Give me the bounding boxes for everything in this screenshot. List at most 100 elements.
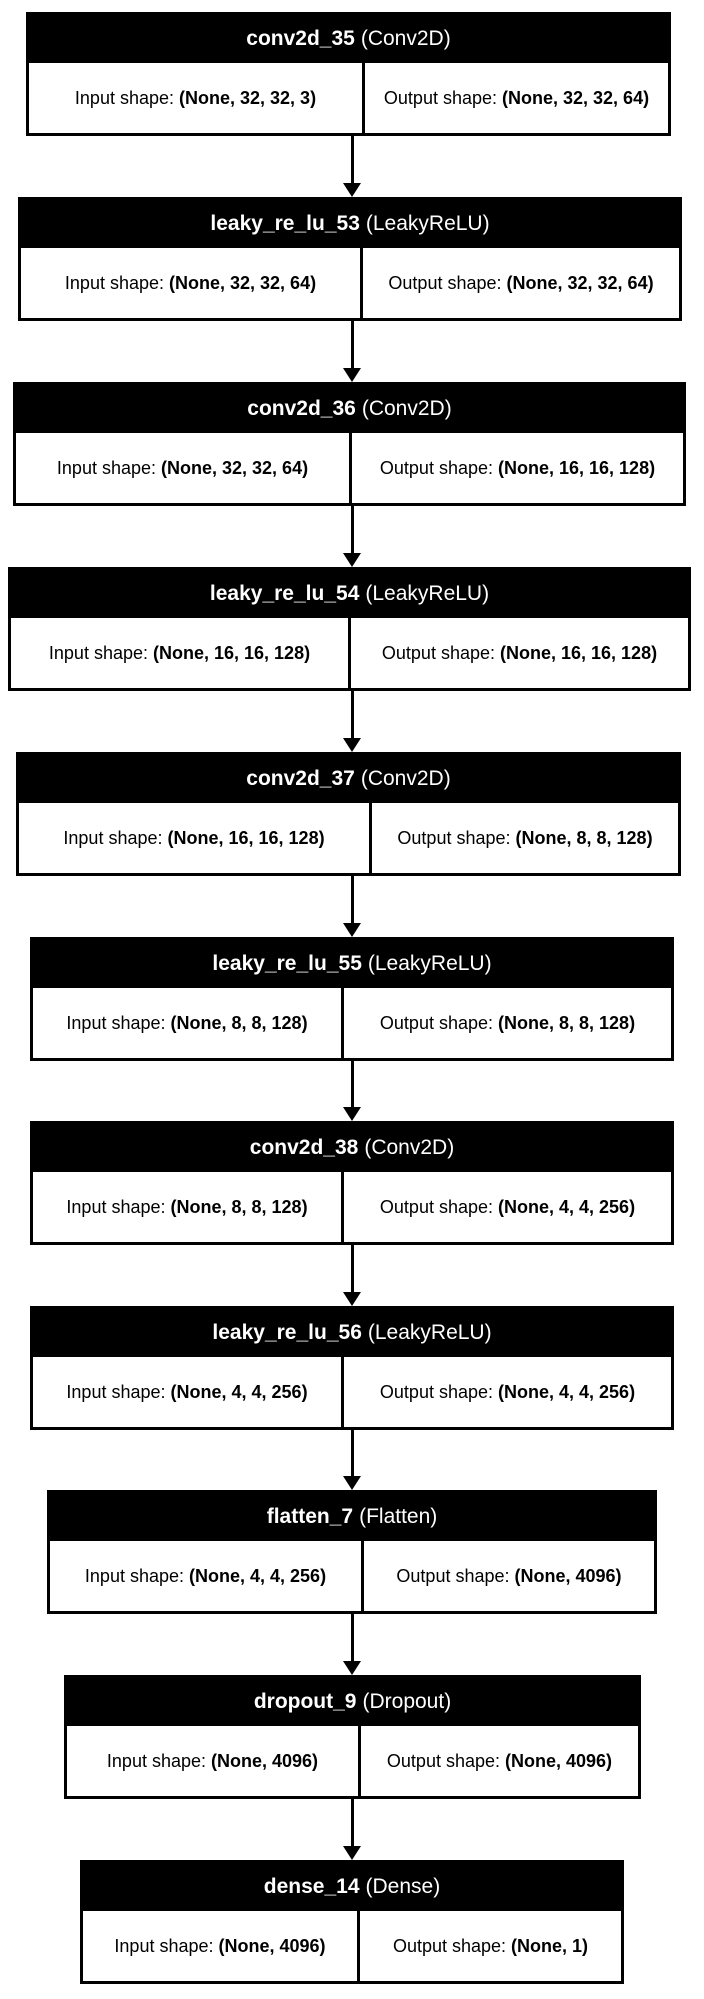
layer-header: leaky_re_lu_55(LeakyReLU) xyxy=(33,940,671,988)
layer-name: conv2d_36 xyxy=(247,397,356,420)
connector-line xyxy=(351,321,354,370)
input-shape-cell: Input shape:(None, 8, 8, 128) xyxy=(33,1172,344,1242)
connector-line xyxy=(351,136,354,185)
input-shape-label: Input shape: xyxy=(56,457,157,478)
input-shape-label: Input shape: xyxy=(48,642,148,663)
connector-line xyxy=(351,876,354,925)
output-shape-cell: Output shape:(None, 4096) xyxy=(361,1726,638,1796)
output-shape-value: (None, 4096) xyxy=(505,1750,613,1771)
arrowhead-icon xyxy=(343,553,361,567)
layer-name: leaky_re_lu_56 xyxy=(212,1321,362,1344)
output-shape-value: (None, 32, 32, 64) xyxy=(506,272,654,293)
layer-header: conv2d_38(Conv2D) xyxy=(33,1124,671,1172)
layer-node: conv2d_37(Conv2D)Input shape:(None, 16, … xyxy=(16,752,681,876)
connector-line xyxy=(351,506,354,555)
layer-header: dropout_9(Dropout) xyxy=(67,1678,638,1726)
connector-line xyxy=(351,1799,354,1848)
output-shape-value: (None, 16, 16, 128) xyxy=(498,457,656,478)
output-shape-value: (None, 1) xyxy=(511,1935,589,1956)
layer-header: conv2d_37(Conv2D) xyxy=(19,755,678,803)
layer-header: leaky_re_lu_53(LeakyReLU) xyxy=(21,200,679,248)
output-shape-cell: Output shape:(None, 16, 16, 128) xyxy=(352,433,683,503)
layer-name: conv2d_37 xyxy=(246,767,355,790)
output-shape-cell: Output shape:(None, 8, 8, 128) xyxy=(372,803,678,873)
layer-name: dropout_9 xyxy=(253,1690,357,1713)
layer-shapes: Input shape:(None, 8, 8, 128)Output shap… xyxy=(33,1172,671,1242)
input-shape-cell: Input shape:(None, 4096) xyxy=(67,1726,361,1796)
layer-shapes: Input shape:(None, 32, 32, 64) Output sha… xyxy=(16,433,683,503)
output-shape-label: Output shape: xyxy=(386,1750,501,1771)
layer-type: (Flatten) xyxy=(359,1505,438,1528)
input-shape-cell: Input shape:(None, 4, 4, 256) xyxy=(33,1357,344,1427)
layer-shapes: Input shape:(None, 32, 32, 64)Output sha… xyxy=(21,248,679,318)
output-shape-value: (None, 8, 8, 128) xyxy=(498,1012,636,1033)
output-shape-value: (None, 4, 4, 256) xyxy=(498,1196,636,1217)
output-shape-cell: Output shape:(None, 4, 4, 256) xyxy=(344,1172,671,1242)
input-shape-value: (None, 32, 32, 64) xyxy=(169,272,317,293)
layer-shapes: Input shape:(None, 4, 4, 256)Output shap… xyxy=(33,1357,671,1427)
layer-header: flatten_7(Flatten) xyxy=(50,1493,654,1541)
input-shape-value: (None, 4, 4, 256) xyxy=(189,1565,327,1586)
layer-shapes: Input shape: (None, 8, 8, 128)Output shap… xyxy=(33,988,671,1058)
input-shape-label: Input shape: xyxy=(63,827,163,848)
input-shape-label: Input shape: xyxy=(74,87,175,108)
layer-shapes: Input shape:(None, 4, 4, 256)Output shap… xyxy=(50,1541,654,1611)
layer-node: leaky_re_lu_53(LeakyReLU)Input shape:(No… xyxy=(18,197,682,321)
input-shape-value: (None, 4096) xyxy=(211,1750,319,1771)
output-shape-value: (None, 4096) xyxy=(514,1565,622,1586)
output-shape-cell: Output shape:(None, 8, 8, 128) xyxy=(344,988,671,1058)
input-shape-value: (None, 4, 4, 256) xyxy=(170,1381,308,1402)
layer-header: leaky_re_lu_54(LeakyReLU) xyxy=(11,570,688,618)
output-shape-label: Output shape: xyxy=(381,642,495,663)
output-shape-label: Output shape: xyxy=(379,457,493,478)
layer-node: conv2d_36(Conv2D)Input shape:(None, 32, … xyxy=(13,382,686,506)
output-shape-label: Output shape: xyxy=(392,1935,507,1956)
input-shape-cell: Input shape:(None, 4, 4, 256) xyxy=(50,1541,364,1611)
output-shape-label: Output shape: xyxy=(388,272,502,293)
input-shape-label: Input shape: xyxy=(114,1935,214,1956)
input-shape-cell: Input shape:(None, 16, 16, 128) xyxy=(19,803,372,873)
output-shape-value: (None, 4, 4, 256) xyxy=(498,1381,636,1402)
layer-name: conv2d_38 xyxy=(249,1136,359,1159)
arrowhead-icon xyxy=(343,923,361,937)
output-shape-cell: Output shape:(None, 4096) xyxy=(364,1541,654,1611)
layer-name: conv2d_35 xyxy=(246,27,355,50)
input-shape-cell: Input shape:(None, 32, 32, 64) xyxy=(21,248,363,318)
output-shape-label: Output shape: xyxy=(396,1565,510,1586)
input-shape-label: Input shape: xyxy=(66,1381,166,1402)
layer-shapes: Input shape:(None, 4096)Output shape:(No… xyxy=(67,1726,638,1796)
layer-shapes: Input shape: (None, 16, 16, 128)Output sh… xyxy=(11,618,688,688)
input-shape-value: (None, 4096) xyxy=(218,1935,326,1956)
output-shape-value: (None, 8, 8, 128) xyxy=(515,827,653,848)
arrowhead-icon xyxy=(343,1661,361,1675)
output-shape-cell: Output shape:(None, 32, 32, 64) xyxy=(365,63,668,133)
connector-line xyxy=(351,691,354,740)
input-shape-label: Input shape: xyxy=(64,272,165,293)
arrowhead-icon xyxy=(343,738,361,752)
layer-name: flatten_7 xyxy=(266,1505,354,1528)
layer-type: (LeakyReLU) xyxy=(367,1321,492,1344)
layer-node: dropout_9(Dropout)Input shape:(None, 409… xyxy=(64,1675,641,1799)
input-shape-cell: Input shape:(None, 32, 32, 3) xyxy=(29,63,365,133)
layer-header: dense_14(Dense) xyxy=(83,1863,621,1911)
input-shape-label: Input shape: xyxy=(66,1012,166,1033)
input-shape-value: (None, 32, 32, 64) xyxy=(161,457,309,478)
layer-shapes: Input shape:(None, 16, 16, 128)Output sh… xyxy=(19,803,678,873)
output-shape-cell: Output shape:(None, 1) xyxy=(360,1911,621,1981)
output-shape-value: (None, 16, 16, 128) xyxy=(500,642,658,663)
output-shape-cell: Output shape:(None, 32, 32, 64) xyxy=(363,248,679,318)
layer-node: flatten_7(Flatten)Input shape:(None, 4, … xyxy=(47,1490,657,1614)
layer-name: leaky_re_lu_54 xyxy=(209,582,360,605)
layer-node: leaky_re_lu_54(LeakyReLU) Input shape: (No… xyxy=(8,567,691,691)
layer-type: (Conv2D) xyxy=(361,397,452,420)
input-shape-cell: Input shape:(None, 4096) xyxy=(83,1911,360,1981)
layer-name: leaky_re_lu_53 xyxy=(210,212,360,235)
layer-type: (Dropout) xyxy=(362,1690,452,1713)
layer-name: dense_14 xyxy=(263,1875,360,1898)
arrowhead-icon xyxy=(343,1107,361,1121)
layer-type: (Dense) xyxy=(365,1875,441,1898)
layer-node: conv2d_35(Conv2D)Input shape:(None, 32, … xyxy=(26,12,671,136)
layer-header: conv2d_36(Conv2D) xyxy=(16,385,683,433)
layer-shapes: Input shape:(None, 32, 32, 3)Output shap… xyxy=(29,63,668,133)
